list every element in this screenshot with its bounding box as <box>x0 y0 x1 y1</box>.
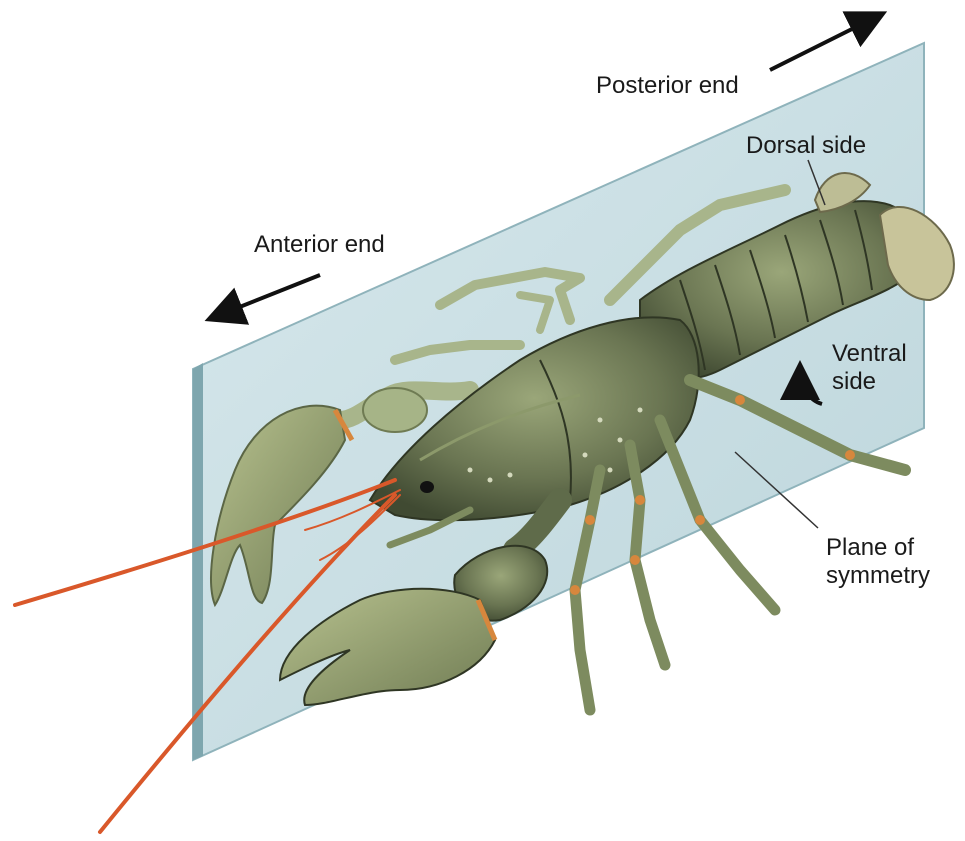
plane-of-symmetry-label-line1: Plane of <box>826 534 930 562</box>
texture-dot <box>608 468 613 473</box>
dorsal-side-label: Dorsal side <box>746 132 866 160</box>
plane-of-symmetry-label: Plane of symmetry <box>826 534 930 590</box>
joint-dot <box>585 515 595 525</box>
joint-dot <box>630 555 640 565</box>
joint-dot <box>695 515 705 525</box>
joint-dot <box>845 450 855 460</box>
joint-dot <box>635 495 645 505</box>
texture-dot <box>488 478 493 483</box>
joint-dot <box>570 585 580 595</box>
anterior-arrow <box>212 275 320 318</box>
plane-edge <box>193 363 203 760</box>
texture-dot <box>618 438 623 443</box>
ventral-side-label-line2: side <box>832 368 907 396</box>
posterior-arrow <box>770 15 880 70</box>
texture-dot <box>638 408 643 413</box>
ventral-side-label: Ventral side <box>832 340 907 396</box>
texture-dot <box>583 453 588 458</box>
texture-dot <box>598 418 603 423</box>
ventral-side-label-line1: Ventral <box>832 340 907 368</box>
eye <box>420 481 434 493</box>
texture-dot <box>508 473 513 478</box>
posterior-end-label: Posterior end <box>596 72 739 100</box>
far-claw-wrist <box>363 388 427 432</box>
texture-dot <box>468 468 473 473</box>
anterior-end-label: Anterior end <box>254 231 385 259</box>
plane-of-symmetry-label-line2: symmetry <box>826 562 930 590</box>
joint-dot <box>735 395 745 405</box>
